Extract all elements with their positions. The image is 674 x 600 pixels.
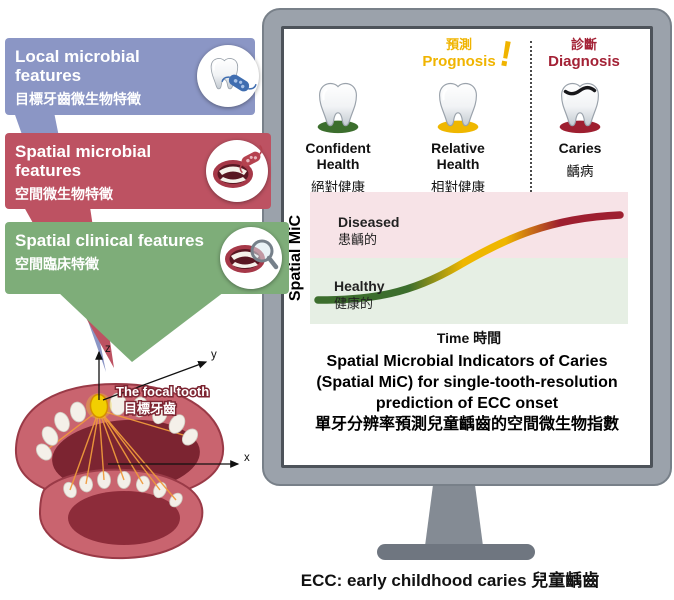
- caption-line-2: (Spatial MiC) for single-tooth-resolutio…: [316, 374, 618, 391]
- lower-cavity: [68, 491, 180, 545]
- state-label-zh: 齲病: [566, 164, 594, 179]
- confident-health-label: Confident Health 絕對健康: [283, 140, 393, 196]
- diseased-band: [310, 192, 628, 258]
- y-axis-title: Spatial MiC: [287, 214, 304, 302]
- mic-trajectory-curve: [314, 211, 624, 304]
- x-axis-title-en: Time: [436, 330, 470, 346]
- health-base-pad: [317, 120, 359, 134]
- diseased-band-label: Diseased 患齲的: [338, 214, 400, 247]
- ecc-definition-en: ECC: early childhood caries: [300, 571, 527, 590]
- diagnosis-header: 診斷 Diagnosis: [539, 37, 629, 70]
- state-label-en2: Health: [316, 156, 360, 172]
- relative-health-tooth-icon: [437, 82, 479, 134]
- banner-title: Local microbial features: [15, 47, 140, 86]
- jaw-illustration: z y x The focal tooth 目標牙齒: [14, 343, 250, 560]
- ecc-definition-zh: 兒童齲齒: [531, 571, 600, 590]
- prognosis-label-zh: 預測: [445, 37, 472, 52]
- monitor-screen: 預測 Prognosis ! 診斷 Diagnosis Confident He…: [281, 26, 653, 468]
- focal-tooth-label-zh: 目標牙齒: [124, 401, 176, 416]
- banner-subtitle: 空間臨床特徵: [15, 256, 99, 273]
- state-label-en1: Confident: [305, 140, 371, 156]
- diagnosis-label-zh: 診斷: [570, 37, 597, 52]
- wedge-spatial-clinical: [58, 292, 224, 362]
- caption-line-1: Spatial Microbial Indicators of Caries: [326, 353, 608, 370]
- focal-tooth-label-en: The focal tooth: [116, 384, 209, 399]
- upper-teeth-row: [35, 392, 199, 461]
- monitor-stand-base: [377, 544, 535, 560]
- prognosis-header: 預測 Prognosis: [414, 37, 504, 70]
- mouth-with-bacterium-icon: [206, 140, 268, 202]
- banner-subtitle: 空間微生物特徵: [15, 186, 113, 203]
- state-label-en1: Relative: [431, 140, 485, 156]
- red-bacterium-icon: [239, 144, 263, 174]
- caption-line-4-zh: 單牙分辨率預測兒童齲齒的空間微生物指數: [314, 416, 619, 433]
- healthy-band-label: Healthy 健康的: [334, 278, 385, 311]
- x-axis-title-zh: 時間: [473, 330, 502, 346]
- caries-label: Caries 齲病: [525, 140, 635, 180]
- y-axis: [102, 361, 208, 401]
- prognosis-diagnosis-divider: [530, 41, 532, 324]
- state-label-en1: Caries: [558, 140, 602, 156]
- confident-health-tooth-icon: [317, 82, 359, 134]
- banner-title: Spatial microbial features: [15, 142, 152, 181]
- state-label-zh: 相對健康: [431, 180, 485, 195]
- healthy-band: [310, 258, 628, 324]
- figure-caption: Spatial Microbial Indicators of Caries (…: [287, 351, 647, 435]
- monitor-stand-neck: [425, 484, 483, 546]
- banner-subtitle: 目標牙齒微生物特徵: [15, 91, 141, 108]
- prognosis-label-en: Prognosis: [422, 52, 496, 70]
- spatial-relation-lines: [43, 409, 191, 501]
- caption-line-3: prediction of ECC onset: [375, 395, 559, 412]
- z-axis-label: z: [105, 343, 111, 355]
- spatial-mic-chart: Diseased 患齲的 Healthy 健康的: [310, 192, 628, 324]
- banner-title: Spatial clinical features: [15, 231, 204, 250]
- y-axis-label: y: [211, 349, 217, 361]
- tooth-with-bacterium-icon: [197, 45, 259, 107]
- x-axis-label: x: [244, 452, 250, 464]
- state-label-en2: Health: [436, 156, 480, 172]
- x-axis-title: Time 時間: [369, 328, 569, 348]
- caries-fissure: [563, 85, 597, 96]
- caries-tooth-icon: [559, 82, 601, 134]
- mouth-with-magnifier-icon: [220, 227, 282, 289]
- blue-bacterium-icon: [221, 74, 257, 92]
- ecc-definition: ECC: early childhood caries 兒童齲齒: [230, 566, 670, 591]
- state-label-zh: 絕對健康: [311, 180, 365, 195]
- health-base-pad: [559, 120, 601, 134]
- relative-health-label: Relative Health 相對健康: [403, 140, 513, 196]
- magnifier-icon: [250, 239, 279, 270]
- diagnosis-label-en: Diagnosis: [548, 52, 620, 70]
- health-base-pad: [437, 120, 479, 134]
- coordinate-axes: [95, 350, 240, 468]
